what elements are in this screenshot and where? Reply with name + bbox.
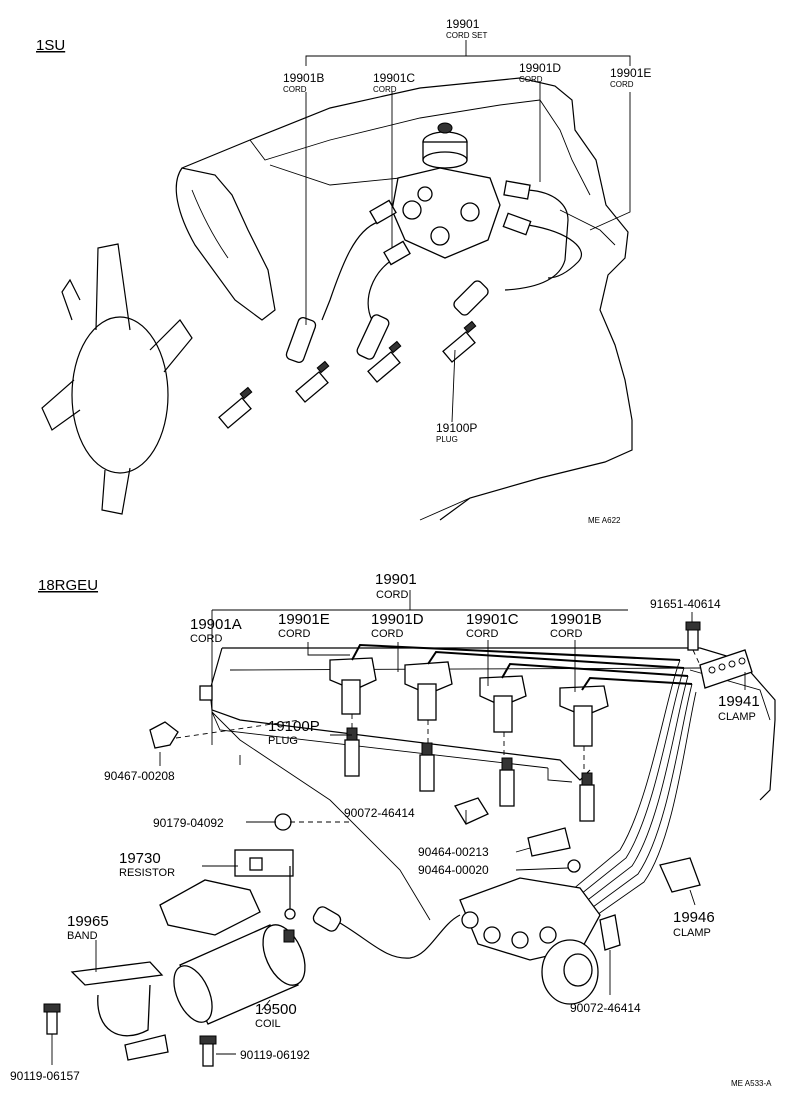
cord-e-number-1su: 19901E bbox=[610, 66, 651, 80]
cord-e-name-1su: CORD bbox=[610, 80, 634, 89]
clamp-19946-number-18rgeu: 19946 bbox=[673, 909, 715, 926]
cord-b-name-1su: CORD bbox=[283, 85, 307, 94]
distributor-18rgeu bbox=[459, 877, 601, 1005]
cord-a-name-18rgeu: CORD bbox=[190, 633, 222, 645]
fan-1su bbox=[41, 243, 193, 515]
cord-group-number-18rgeu: 19901 bbox=[375, 571, 417, 588]
ignition-coil-18rgeu bbox=[173, 924, 306, 1025]
cord-d-name-1su: CORD bbox=[519, 75, 543, 84]
grommet-2-number-18rgeu: 90464-00020 bbox=[418, 863, 489, 877]
cord-a-number-18rgeu: 19901A bbox=[190, 616, 242, 633]
bolt-1-number-18rgeu: 90119-06157 bbox=[10, 1069, 80, 1083]
cord-c-name-18rgeu: CORD bbox=[466, 628, 498, 640]
cord-group-name-18rgeu: CORD bbox=[376, 589, 408, 601]
cords-1su bbox=[285, 180, 583, 363]
clamp-bolt-number-18rgeu: 91651-40614 bbox=[650, 597, 721, 611]
small-parts-18rgeu bbox=[149, 621, 753, 951]
clamp-19941-name-18rgeu: CLAMP bbox=[718, 711, 756, 723]
coil-number-18rgeu: 19500 bbox=[255, 1001, 297, 1018]
resistor-18rgeu bbox=[159, 849, 296, 936]
clip-90072-b-number-18rgeu: 90072-46414 bbox=[570, 1001, 641, 1015]
callouts-18rgeu bbox=[51, 590, 746, 1065]
coil-name-18rgeu: COIL bbox=[255, 1018, 281, 1030]
cord-e-name-18rgeu: CORD bbox=[278, 628, 310, 640]
engine-code-18rgeu: 18RGEU bbox=[38, 577, 98, 594]
resistor-number-18rgeu: 19730 bbox=[119, 850, 161, 867]
cord-b-number-1su: 19901B bbox=[283, 71, 324, 85]
cord-c-number-18rgeu: 19901C bbox=[466, 611, 519, 628]
cord-d-number-1su: 19901D bbox=[519, 61, 561, 75]
cord-set-number-1su: 19901 bbox=[446, 17, 480, 31]
spark-plugs-18rgeu bbox=[344, 714, 595, 822]
ref-code-18rgeu: ME A533-A bbox=[731, 1079, 772, 1088]
cord-e-number-18rgeu: 19901E bbox=[278, 611, 330, 628]
cord-c-number-1su: 19901C bbox=[373, 71, 415, 85]
clip-90467-number-18rgeu: 90467-00208 bbox=[104, 769, 175, 783]
cord-b-name-18rgeu: CORD bbox=[550, 628, 582, 640]
cord-c-name-1su: CORD bbox=[373, 85, 397, 94]
clamp-19941-number-18rgeu: 19941 bbox=[718, 693, 760, 710]
band-number-18rgeu: 19965 bbox=[67, 913, 109, 930]
cam-cover-18rgeu bbox=[199, 647, 776, 921]
cord-d-number-18rgeu: 19901D bbox=[371, 611, 424, 628]
spark-plugs-1su bbox=[218, 320, 477, 429]
band-bracket-18rgeu bbox=[43, 961, 217, 1067]
cord-b-number-18rgeu: 19901B bbox=[550, 611, 602, 628]
resistor-name-18rgeu: RESISTOR bbox=[119, 867, 175, 879]
plug-tubes-18rgeu bbox=[329, 657, 609, 747]
cord-set-name-1su: CORD SET bbox=[446, 31, 487, 40]
plug-number-1su: 19100P bbox=[436, 421, 477, 435]
band-name-18rgeu: BAND bbox=[67, 930, 98, 942]
engine-code-1su: 1SU bbox=[36, 37, 65, 54]
grommet-1-number-18rgeu: 90464-00213 bbox=[418, 845, 489, 859]
cord-bundle-18rgeu bbox=[351, 643, 697, 925]
ref-code-1su: ME A622 bbox=[588, 516, 621, 525]
callouts-1su bbox=[305, 40, 631, 423]
nut-number-18rgeu: 90179-04092 bbox=[153, 816, 224, 830]
clamp-19946-name-18rgeu: CLAMP bbox=[673, 927, 711, 939]
plug-name-18rgeu: PLUG bbox=[268, 735, 298, 747]
distributor-1su bbox=[391, 122, 501, 259]
engine-block-1su bbox=[175, 77, 633, 521]
clip-90072-a-number-18rgeu: 90072-46414 bbox=[344, 806, 415, 820]
plug-name-1su: PLUG bbox=[436, 435, 458, 444]
section-1su: 1SU bbox=[36, 17, 651, 525]
bolt-2-number-18rgeu: 90119-06192 bbox=[240, 1048, 310, 1062]
cord-d-name-18rgeu: CORD bbox=[371, 628, 403, 640]
section-18rgeu: 18RGEU bbox=[10, 571, 776, 1088]
coil-cord-18rgeu bbox=[312, 906, 461, 959]
plug-number-18rgeu: 19100P bbox=[268, 718, 320, 735]
